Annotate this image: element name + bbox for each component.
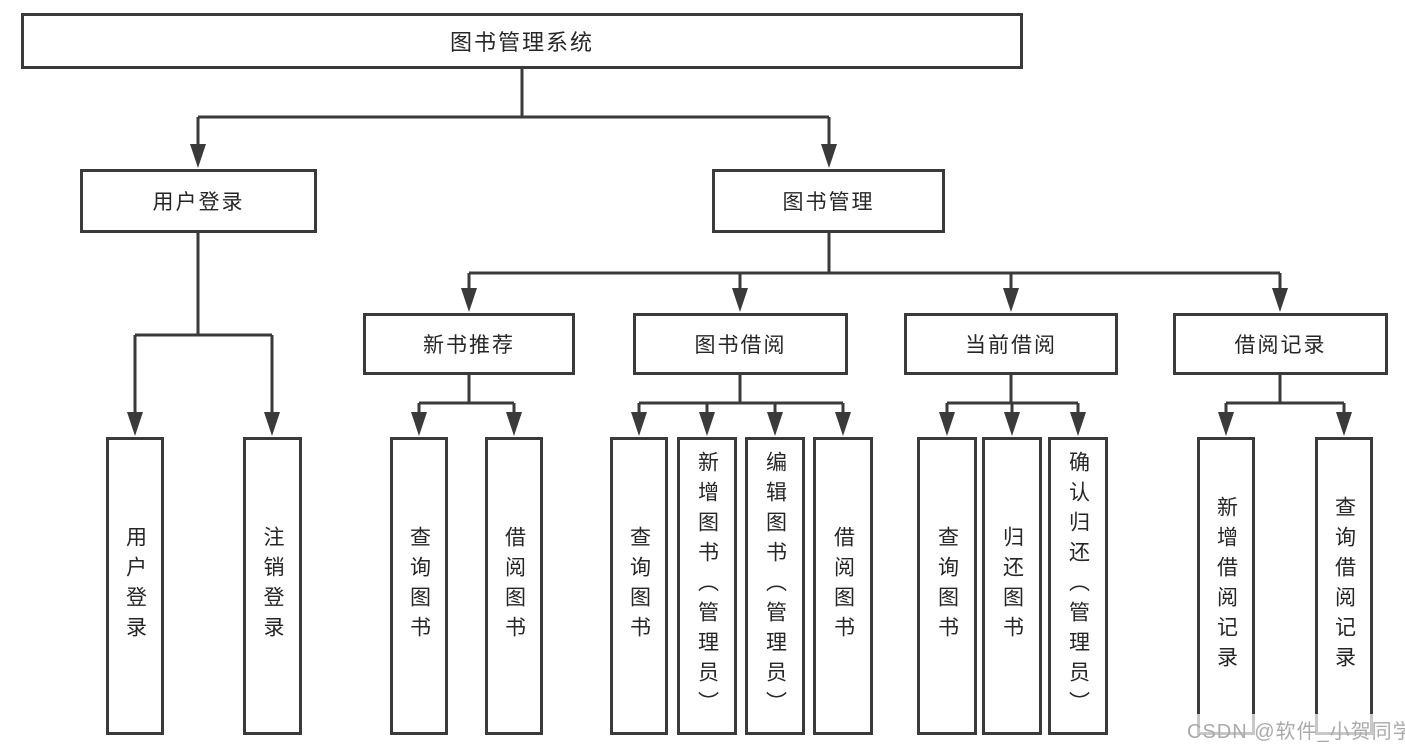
leaf-label: 查询借阅记录: [1332, 496, 1356, 676]
leaf-label: 查询图书: [407, 526, 431, 646]
arrowhead-icon: [506, 412, 522, 436]
arrowhead-icons: [127, 144, 1352, 436]
leaf-label: 借阅图书: [831, 526, 855, 646]
leaf-label: 新增借阅记录: [1214, 496, 1238, 676]
leaf-query-borrow-record: 查询借阅记录: [1315, 437, 1373, 735]
arrowhead-icon: [1218, 412, 1234, 436]
node-new-book-recommend: 新书推荐: [363, 313, 575, 375]
leaf-label: 借阅图书: [502, 526, 526, 646]
arrowhead-icon: [631, 412, 647, 436]
leaf-edit-book-admin: 编辑图书（管理员）: [745, 437, 805, 735]
arrowhead-icon: [411, 412, 427, 436]
arrowhead-icon: [699, 412, 715, 436]
connector-borrow-records: [1224, 374, 1346, 418]
leaf-label: 查询图书: [935, 526, 959, 646]
leaf-query-book-current: 查询图书: [917, 437, 977, 735]
node-book-management: 图书管理: [712, 169, 945, 233]
leaf-logout: 注销登录: [243, 437, 302, 735]
arrowhead-icon: [835, 412, 851, 436]
node-borrow-records: 借阅记录: [1173, 313, 1388, 375]
connector-book-borrow: [637, 374, 845, 418]
connector-root: [196, 68, 831, 150]
connector-book-management: [467, 232, 1282, 294]
connector-new-book-recommend: [417, 374, 516, 418]
leaf-add-book-admin: 新增图书（管理员）: [677, 437, 737, 735]
arrowhead-icon: [821, 144, 837, 168]
leaf-label: 归还图书: [1000, 526, 1024, 646]
leaf-label: 注销登录: [261, 526, 284, 646]
csdn-watermark: CSDN @软件_小贺同学: [1183, 714, 1405, 745]
leaf-user-login: 用户登录: [106, 437, 164, 735]
node-root: 图书管理系统: [21, 13, 1023, 69]
arrowhead-icon: [190, 144, 206, 168]
arrowhead-icon: [461, 288, 477, 312]
arrowhead-icon: [127, 412, 143, 436]
leaf-borrow-book: 借阅图书: [813, 437, 873, 735]
connector-user-login: [133, 232, 274, 418]
leaf-confirm-return-admin: 确认归还（管理员）: [1048, 437, 1108, 735]
node-user-login: 用户登录: [80, 169, 317, 233]
leaf-add-borrow-record: 新增借阅记录: [1197, 437, 1255, 735]
arrowhead-icon: [264, 412, 280, 436]
arrowhead-icon: [1272, 288, 1288, 312]
leaf-label: 查询图书: [627, 526, 651, 646]
leaf-query-book-borrow: 查询图书: [610, 437, 668, 735]
leaf-query-book-recommend: 查询图书: [390, 437, 448, 735]
node-book-borrow: 图书借阅: [633, 313, 848, 375]
arrowhead-icon: [1003, 288, 1019, 312]
arrowhead-icon: [1004, 412, 1020, 436]
arrowhead-icon: [767, 412, 783, 436]
leaf-label: 新增图书（管理员）: [695, 451, 719, 721]
connector-current-borrow: [945, 374, 1080, 418]
leaf-label: 编辑图书（管理员）: [763, 451, 787, 721]
leaf-label: 确认归还（管理员）: [1066, 451, 1090, 721]
leaf-label: 用户登录: [123, 526, 147, 646]
leaf-borrow-book-recommend: 借阅图书: [485, 437, 543, 735]
arrowhead-icon: [1070, 412, 1086, 436]
arrowhead-icon: [732, 288, 748, 312]
arrowhead-icon: [1336, 412, 1352, 436]
arrowhead-icon: [939, 412, 955, 436]
leaf-return-book: 归还图书: [982, 437, 1042, 735]
node-current-borrow: 当前借阅: [904, 313, 1118, 375]
